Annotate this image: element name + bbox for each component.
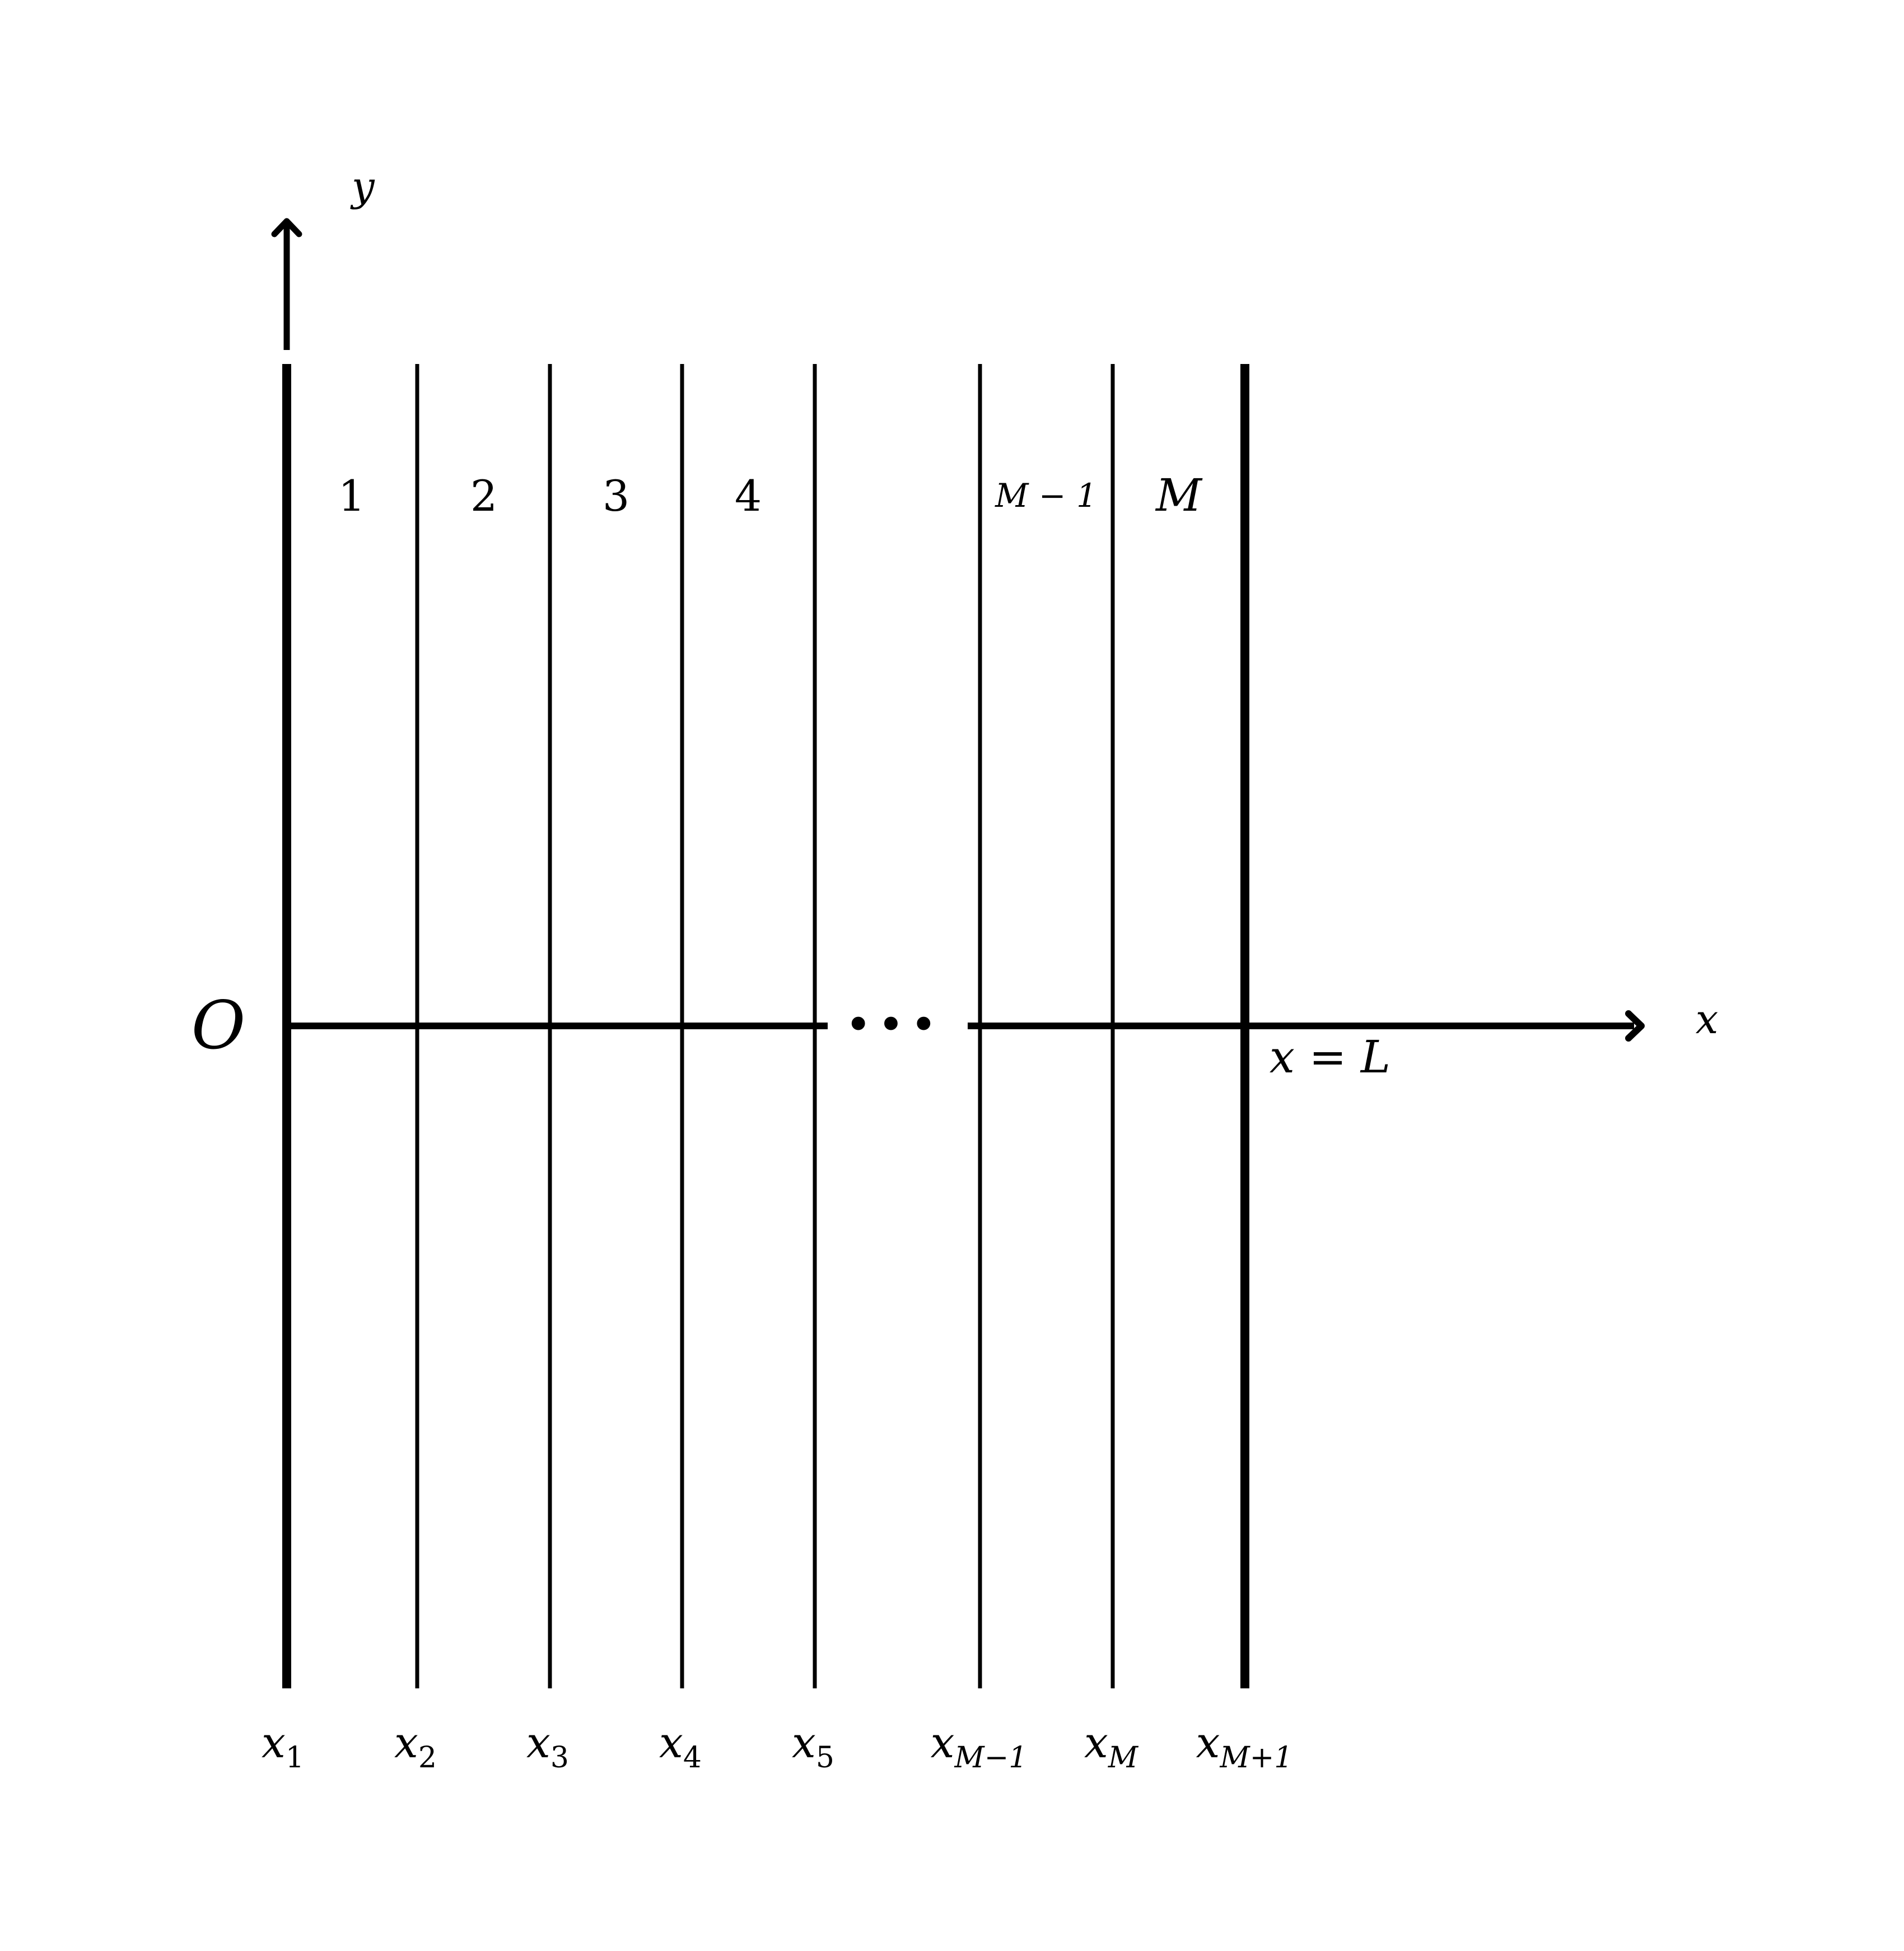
cell-labels: 1 2 3 4 M − 1 M (338, 469, 1203, 521)
x-axis (287, 1010, 1645, 1042)
node-label-xm: xM (1084, 1717, 1139, 1775)
ellipsis-label: ••• (844, 998, 942, 1052)
cell-label-m: M (1155, 469, 1203, 521)
node-label-x1: x1 (262, 1717, 304, 1775)
node-label-x3-sub: 3 (550, 1741, 569, 1775)
node-labels: x1 x2 x3 x4 x5 xM−1 xM xM+1 (262, 1717, 1292, 1775)
cell-label-m-minus-1: M − 1 (995, 477, 1097, 515)
node-label-x2-sub: 2 (418, 1741, 437, 1775)
cell-label-1: 1 (338, 471, 365, 521)
x-equals-l-label: x = L (1270, 1031, 1390, 1083)
node-label-x4-base: x (659, 1717, 683, 1767)
x-axis-label: x (1696, 996, 1719, 1043)
node-label-xm-sub: M (1108, 1741, 1139, 1775)
node-label-x5-base: x (792, 1717, 816, 1767)
node-label-xm-base: x (1084, 1717, 1108, 1767)
node-label-x5-sub: 5 (816, 1741, 834, 1775)
node-label-x1-base: x (262, 1717, 286, 1767)
node-label-x3: x3 (526, 1717, 569, 1775)
y-axis-label: y (350, 163, 375, 210)
node-label-x3-base: x (526, 1717, 550, 1767)
node-label-x4: x4 (659, 1717, 702, 1775)
node-label-x2-base: x (394, 1717, 418, 1767)
y-axis (271, 218, 302, 350)
node-label-x4-sub: 4 (683, 1741, 702, 1775)
y-axis-arrowhead (271, 218, 302, 237)
node-label-xm-plus-1-base: x (1196, 1717, 1220, 1767)
node-label-x2: x2 (394, 1717, 437, 1775)
node-label-xm-plus-1: xM+1 (1196, 1717, 1293, 1775)
node-label-xm-plus-1-sub: M+1 (1219, 1741, 1292, 1775)
node-label-xm-minus-1-sub: M−1 (954, 1741, 1027, 1775)
node-label-xm-minus-1: xM−1 (931, 1717, 1028, 1775)
node-label-x5: x5 (792, 1717, 834, 1775)
node-label-xm-minus-1-base: x (931, 1717, 955, 1767)
cell-label-2: 2 (470, 471, 497, 521)
origin-label: O (192, 987, 246, 1064)
node-label-x1-sub: 1 (286, 1741, 304, 1775)
x-axis-arrowhead (1625, 1010, 1645, 1042)
cell-label-3: 3 (603, 471, 629, 521)
cell-label-4: 4 (735, 471, 762, 521)
